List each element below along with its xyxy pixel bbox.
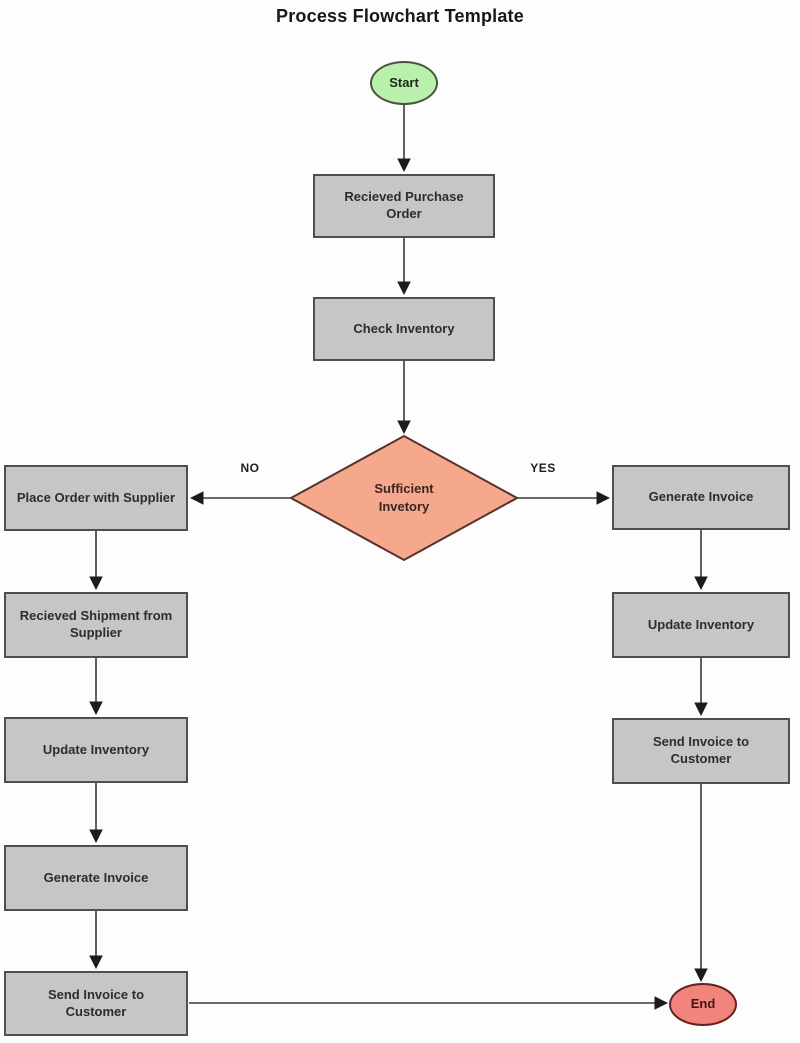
node-send-invoice-to-customer-right: Send Invoice to Customer bbox=[612, 718, 790, 784]
node-generate-invoice-right: Generate Invoice bbox=[612, 465, 790, 530]
node-received-purchase-order: Recieved Purchase Order bbox=[313, 174, 495, 238]
edge-label-yes: YES bbox=[530, 461, 556, 475]
node-send-invoice-to-customer-left: Send Invoice to Customer bbox=[4, 971, 188, 1036]
node-update-inventory-left: Update Inventory bbox=[4, 717, 188, 783]
node-received-shipment-from-supplier: Recieved Shipment from Supplier bbox=[4, 592, 188, 658]
node-start: Start bbox=[370, 61, 438, 105]
node-check-inventory: Check Inventory bbox=[313, 297, 495, 361]
edge-label-no: NO bbox=[240, 461, 260, 475]
node-end: End bbox=[669, 983, 737, 1026]
page-title: Process Flowchart Template bbox=[276, 6, 524, 26]
node-place-order-with-supplier: Place Order with Supplier bbox=[4, 465, 188, 531]
decision-diamond-shape bbox=[288, 434, 520, 562]
node-update-inventory-right: Update Inventory bbox=[612, 592, 790, 658]
node-sufficient-inventory-label: Sufficient Invetory bbox=[374, 481, 434, 514]
node-generate-invoice-left: Generate Invoice bbox=[4, 845, 188, 911]
